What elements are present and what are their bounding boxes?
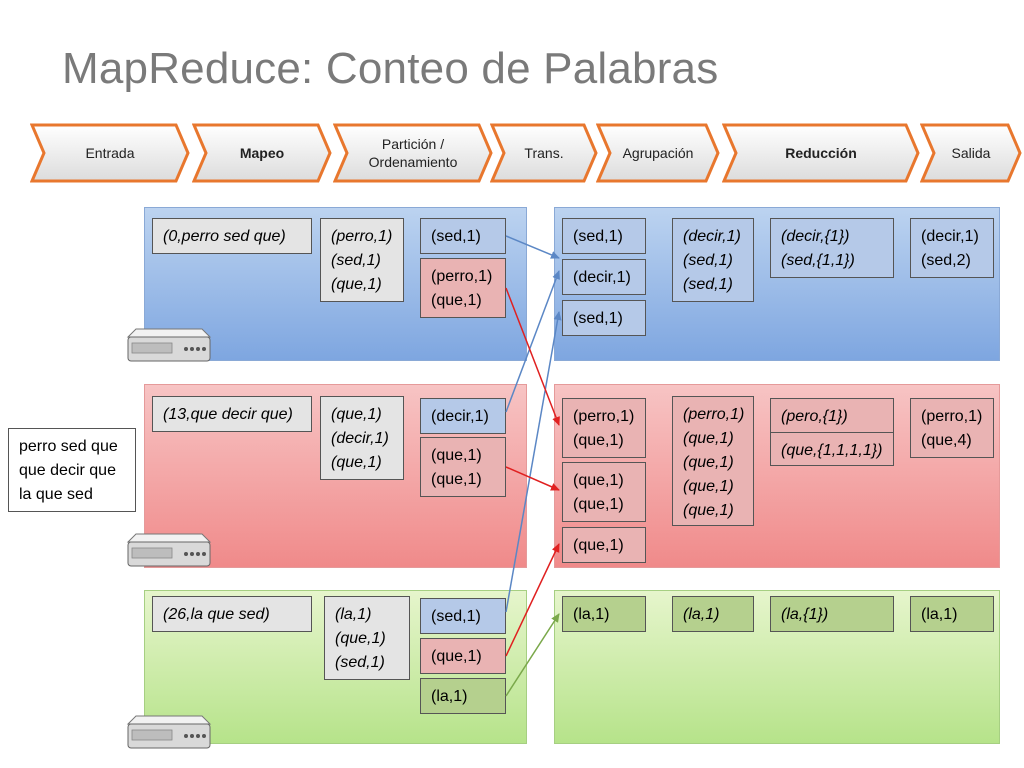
split-record: (13,que decir que): [152, 396, 312, 432]
reduced-block: (la,{1}): [770, 596, 894, 632]
received-block: (que,1) (que,1): [562, 462, 646, 522]
map-output: (que,1) (decir,1) (que,1): [320, 396, 404, 480]
server-icon: [126, 530, 212, 570]
chevron-shape: [30, 123, 190, 183]
partition-block: (decir,1): [420, 398, 506, 434]
reduced-block: (que,{1,1,1,1}): [770, 432, 894, 466]
partition-block: (la,1): [420, 678, 506, 714]
split-record: (0,perro sed que): [152, 218, 312, 254]
input-text: perro sed que que decir que la que sed: [8, 428, 136, 512]
server-icon: [126, 712, 212, 752]
partition-block: (que,1): [420, 638, 506, 674]
chevron-shape: [333, 123, 493, 183]
chevron-shape: [596, 123, 720, 183]
partition-block: (sed,1): [420, 598, 506, 634]
split-record: (26,la que sed): [152, 596, 312, 632]
map-output: (la,1) (que,1) (sed,1): [324, 596, 410, 680]
received-block: (la,1): [562, 596, 646, 632]
pipeline-stage: Reducción: [722, 123, 920, 183]
partition-block: (sed,1): [420, 218, 506, 254]
pipeline-stage: Salida: [920, 123, 1022, 183]
partition-block: (que,1) (que,1): [420, 437, 506, 497]
output-block: (la,1): [910, 596, 994, 632]
chevron-shape: [722, 123, 920, 183]
pipeline-stage-label: Entrada: [85, 145, 135, 161]
grouped-block: (la,1): [672, 596, 754, 632]
reduced-block: (decir,{1}) (sed,{1,1}): [770, 218, 894, 278]
reduced-block: (pero,{1}): [770, 398, 894, 434]
pipeline-stage-label: Trans.: [524, 145, 564, 161]
chevron-shape: [192, 123, 332, 183]
pipeline-stage-label: Agrupación: [622, 145, 694, 161]
pipeline-stage: Trans.: [490, 123, 598, 183]
server-icon: [126, 325, 212, 365]
pipeline-stage-label: Partición / Ordenamiento: [368, 136, 458, 170]
chevron-shape: [490, 123, 598, 183]
pipeline-stage-label: Salida: [951, 145, 991, 161]
pipeline-stage-label: Mapeo: [239, 145, 285, 161]
received-block: (sed,1): [562, 218, 646, 254]
pipeline-stage-label: Reducción: [785, 145, 857, 161]
pipeline-stage: Entrada: [30, 123, 190, 183]
partition-block: (perro,1) (que,1): [420, 258, 506, 318]
grouped-block: (decir,1) (sed,1) (sed,1): [672, 218, 754, 302]
map-output: (perro,1) (sed,1) (que,1): [320, 218, 404, 302]
received-block: (perro,1) (que,1): [562, 398, 646, 458]
output-block: (perro,1) (que,4): [910, 398, 994, 458]
pipeline-stage: Agrupación: [596, 123, 720, 183]
received-block: (decir,1): [562, 259, 646, 295]
grouped-block: (perro,1) (que,1) (que,1) (que,1) (que,1…: [672, 396, 754, 526]
chevron-shape: [920, 123, 1022, 183]
received-block: (que,1): [562, 527, 646, 563]
pipeline-stage: Mapeo: [192, 123, 332, 183]
pipeline-stage: Partición / Ordenamiento: [333, 123, 493, 183]
page-title: MapReduce: Conteo de Palabras: [62, 44, 719, 93]
received-block: (sed,1): [562, 300, 646, 336]
output-block: (decir,1) (sed,2): [910, 218, 994, 278]
